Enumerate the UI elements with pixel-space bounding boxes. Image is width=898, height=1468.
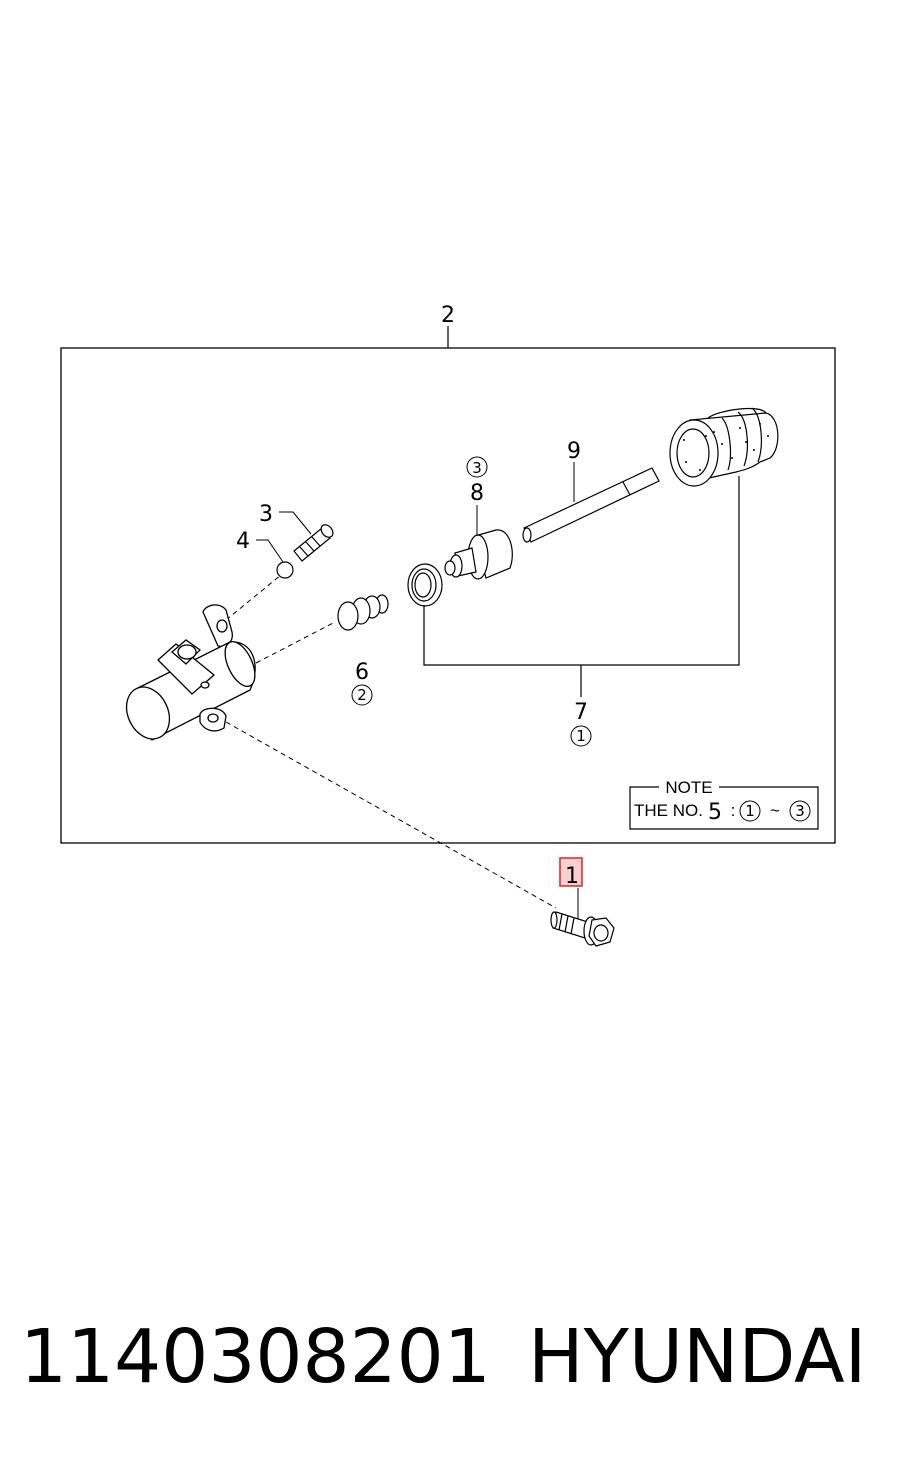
circle-piston xyxy=(466,456,488,478)
circled-label-piston[interactable]: 3 xyxy=(472,459,482,477)
seal-ring-illustration xyxy=(407,563,443,607)
cylinder-body-illustration xyxy=(125,604,256,741)
note-tilde: ~ xyxy=(770,801,780,820)
note-range-to-circle xyxy=(789,800,811,822)
note-range-to: 3 xyxy=(795,802,805,820)
label-cap[interactable]: 4 xyxy=(236,529,250,554)
cap-illustration xyxy=(276,561,294,579)
note-title: NOTE xyxy=(665,778,712,797)
note-range-from: 1 xyxy=(745,802,755,820)
circled-label-boot-kit[interactable]: 1 xyxy=(576,727,586,745)
boot-illustration xyxy=(669,407,779,487)
brand-name: HYUNDAI xyxy=(528,1314,867,1400)
leader-bleeder-screw xyxy=(279,511,312,535)
label-spring[interactable]: 6 xyxy=(355,660,369,685)
note-number: 5 xyxy=(708,800,722,825)
note-range-from-circle xyxy=(739,800,761,822)
bleeder-screw-illustration xyxy=(293,524,334,562)
circle-spring xyxy=(351,684,373,706)
label-assembly[interactable]: 2 xyxy=(441,303,455,328)
bolt-illustration xyxy=(550,911,615,947)
note-separator: : xyxy=(731,801,736,820)
part-number: 1140308201 xyxy=(20,1314,491,1400)
label-boot-kit[interactable]: 7 xyxy=(574,700,588,725)
label-bleeder-screw[interactable]: 3 xyxy=(259,502,273,527)
assembly-guide-lines xyxy=(225,574,557,909)
piston-illustration xyxy=(444,529,513,580)
push-rod-illustration xyxy=(522,467,660,543)
note-prefix: THE NO. xyxy=(634,801,703,820)
spring-illustration xyxy=(337,594,389,631)
boot-texture-dots xyxy=(683,423,769,471)
circle-boot-kit xyxy=(570,725,592,747)
leader-cap xyxy=(256,539,284,563)
label-bolt[interactable]: 1 xyxy=(565,864,579,889)
label-piston[interactable]: 8 xyxy=(470,481,484,506)
note-box: NOTE THE NO. 5 : 1 ~ 3 xyxy=(629,778,819,830)
circled-label-spring[interactable]: 2 xyxy=(357,686,367,704)
bolt-label-highlight[interactable] xyxy=(559,857,583,887)
label-push-rod[interactable]: 9 xyxy=(567,439,581,464)
